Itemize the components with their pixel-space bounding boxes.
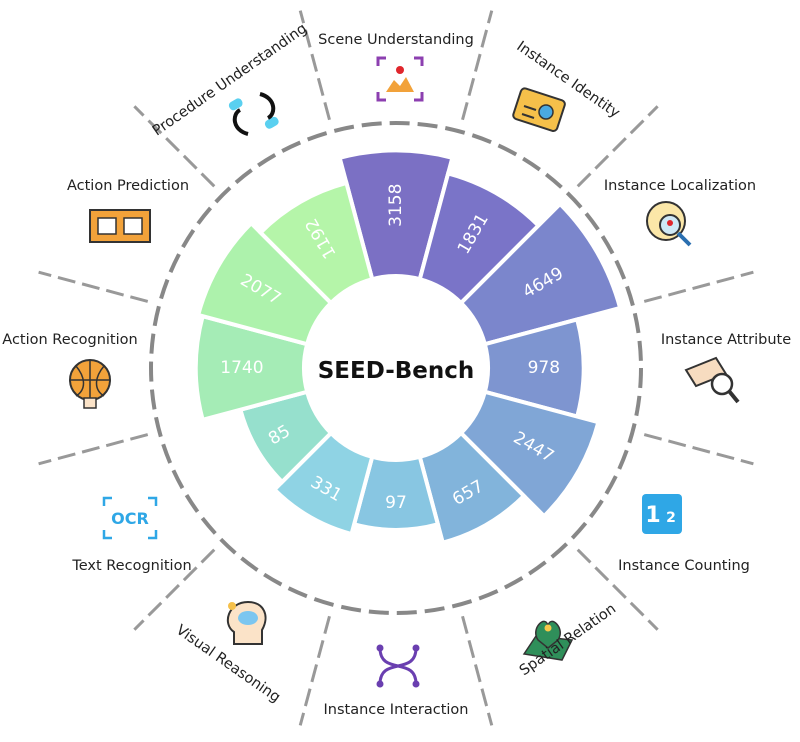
divider-line [576, 105, 659, 188]
ring-layer [38, 10, 754, 726]
dashed-ring [149, 121, 643, 615]
divider-line [133, 105, 216, 188]
divider-line [461, 615, 494, 726]
svg-text:2: 2 [666, 510, 676, 526]
ocr-frame-icon: OCR [102, 496, 158, 540]
map-pin-icon [522, 620, 574, 661]
center-circle [304, 276, 488, 460]
divider-line [298, 615, 331, 726]
svg-text:1: 1 [645, 503, 660, 528]
divider-line [133, 548, 216, 631]
basketball-hand-icon [69, 359, 111, 409]
film-strip-icon [89, 209, 151, 243]
category-label: Action Recognition [2, 332, 137, 348]
tag-magnifier-icon [684, 356, 740, 404]
category-label: Scene Understanding [318, 32, 474, 48]
category-label: Action Prediction [67, 178, 189, 194]
category-label: Instance Localization [604, 178, 756, 194]
category-label: Instance Interaction [324, 702, 469, 718]
cycle-arrows-icon [228, 92, 279, 136]
category-label: Instance Counting [618, 558, 750, 574]
value-label: 3158 [386, 184, 406, 227]
divider-line [38, 270, 149, 303]
divider-line [576, 548, 659, 631]
head-bulb-icon [226, 600, 267, 645]
id-badge-icon [512, 87, 566, 132]
globe-magnifier-icon [646, 201, 692, 247]
bars-layer: 3158183146499782447657973318517402077119… [193, 148, 623, 546]
divider-line [38, 433, 149, 466]
category-label: Text Recognition [71, 558, 191, 574]
divider-line [461, 10, 494, 121]
center-title: SEED-Bench [318, 358, 475, 384]
value-label: 978 [528, 358, 560, 378]
category-label: Spatial Relation [517, 601, 619, 679]
divider-line [298, 10, 331, 121]
scene-image-icon [376, 56, 424, 102]
ocr-text: OCR [111, 509, 149, 528]
value-label: 1740 [220, 358, 263, 378]
interaction-paths-icon [376, 644, 420, 688]
value-label: 97 [385, 493, 407, 513]
divider-line [643, 433, 754, 466]
category-label: Visual Reasoning [173, 622, 283, 706]
category-label: Procedure Understanding [150, 21, 310, 140]
divider-line [643, 270, 754, 303]
category-label: Instance Attribute [661, 332, 791, 348]
